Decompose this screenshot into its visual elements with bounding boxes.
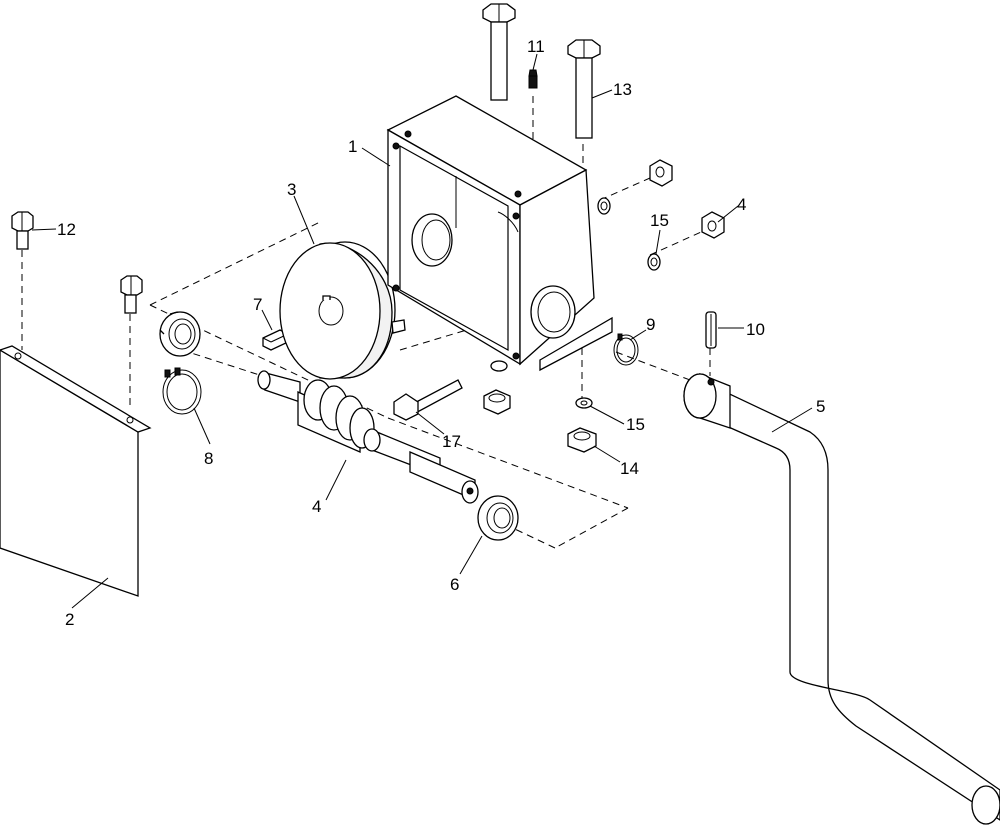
callout-15-lower: 15 [626,415,645,434]
leader-lines [31,53,813,609]
part-11-grease-fitting [528,69,538,89]
long-bolt [482,3,516,101]
part-4-nut [701,211,725,239]
part-8-retaining-ring [162,367,202,415]
callout-12: 12 [57,220,76,239]
part-2-cover-plate [0,345,152,597]
callout-9: 9 [646,315,655,334]
part-10-roll-pin [705,311,717,349]
callout-14: 14 [620,459,639,478]
part-3-worm-gear [279,241,406,380]
part-15-lock-washer [647,253,661,271]
callout-2: 2 [65,610,74,629]
callout-8: 8 [204,449,213,468]
callout-17: 17 [442,432,461,451]
callout-labels: 1 2 3 4 4 5 6 7 8 9 10 11 12 13 14 15 15… [57,37,825,629]
part-9-retaining-ring [613,333,639,366]
cover-bolt [120,275,143,314]
callout-4-shaft: 4 [312,497,321,516]
callout-7: 7 [253,295,262,314]
callout-13: 13 [613,80,632,99]
part-6-bearing [477,495,519,541]
nut-under-housing [483,389,511,415]
part-5-crank-handle [683,373,1000,825]
part-15-lock-washer-lower [575,397,593,409]
part-1-gear-housing [386,95,613,372]
callout-11: 11 [527,37,545,56]
callout-1: 1 [348,137,357,156]
bearing-left [159,311,201,357]
part-12-bolt [11,211,34,250]
callout-6: 6 [450,575,459,594]
nut-top [649,159,673,187]
part-4-worm-shaft [257,370,479,504]
part-14-nut [567,427,597,453]
part-17-bolt [393,379,463,421]
washer-under-housing [490,360,508,372]
callout-5: 5 [816,397,825,416]
callout-4-nut: 4 [737,195,746,214]
callout-3: 3 [287,180,296,199]
callout-15-upper: 15 [650,211,669,230]
callout-10: 10 [746,320,765,339]
lock-washer-top [597,197,611,215]
part-13-long-bolt [567,39,601,139]
